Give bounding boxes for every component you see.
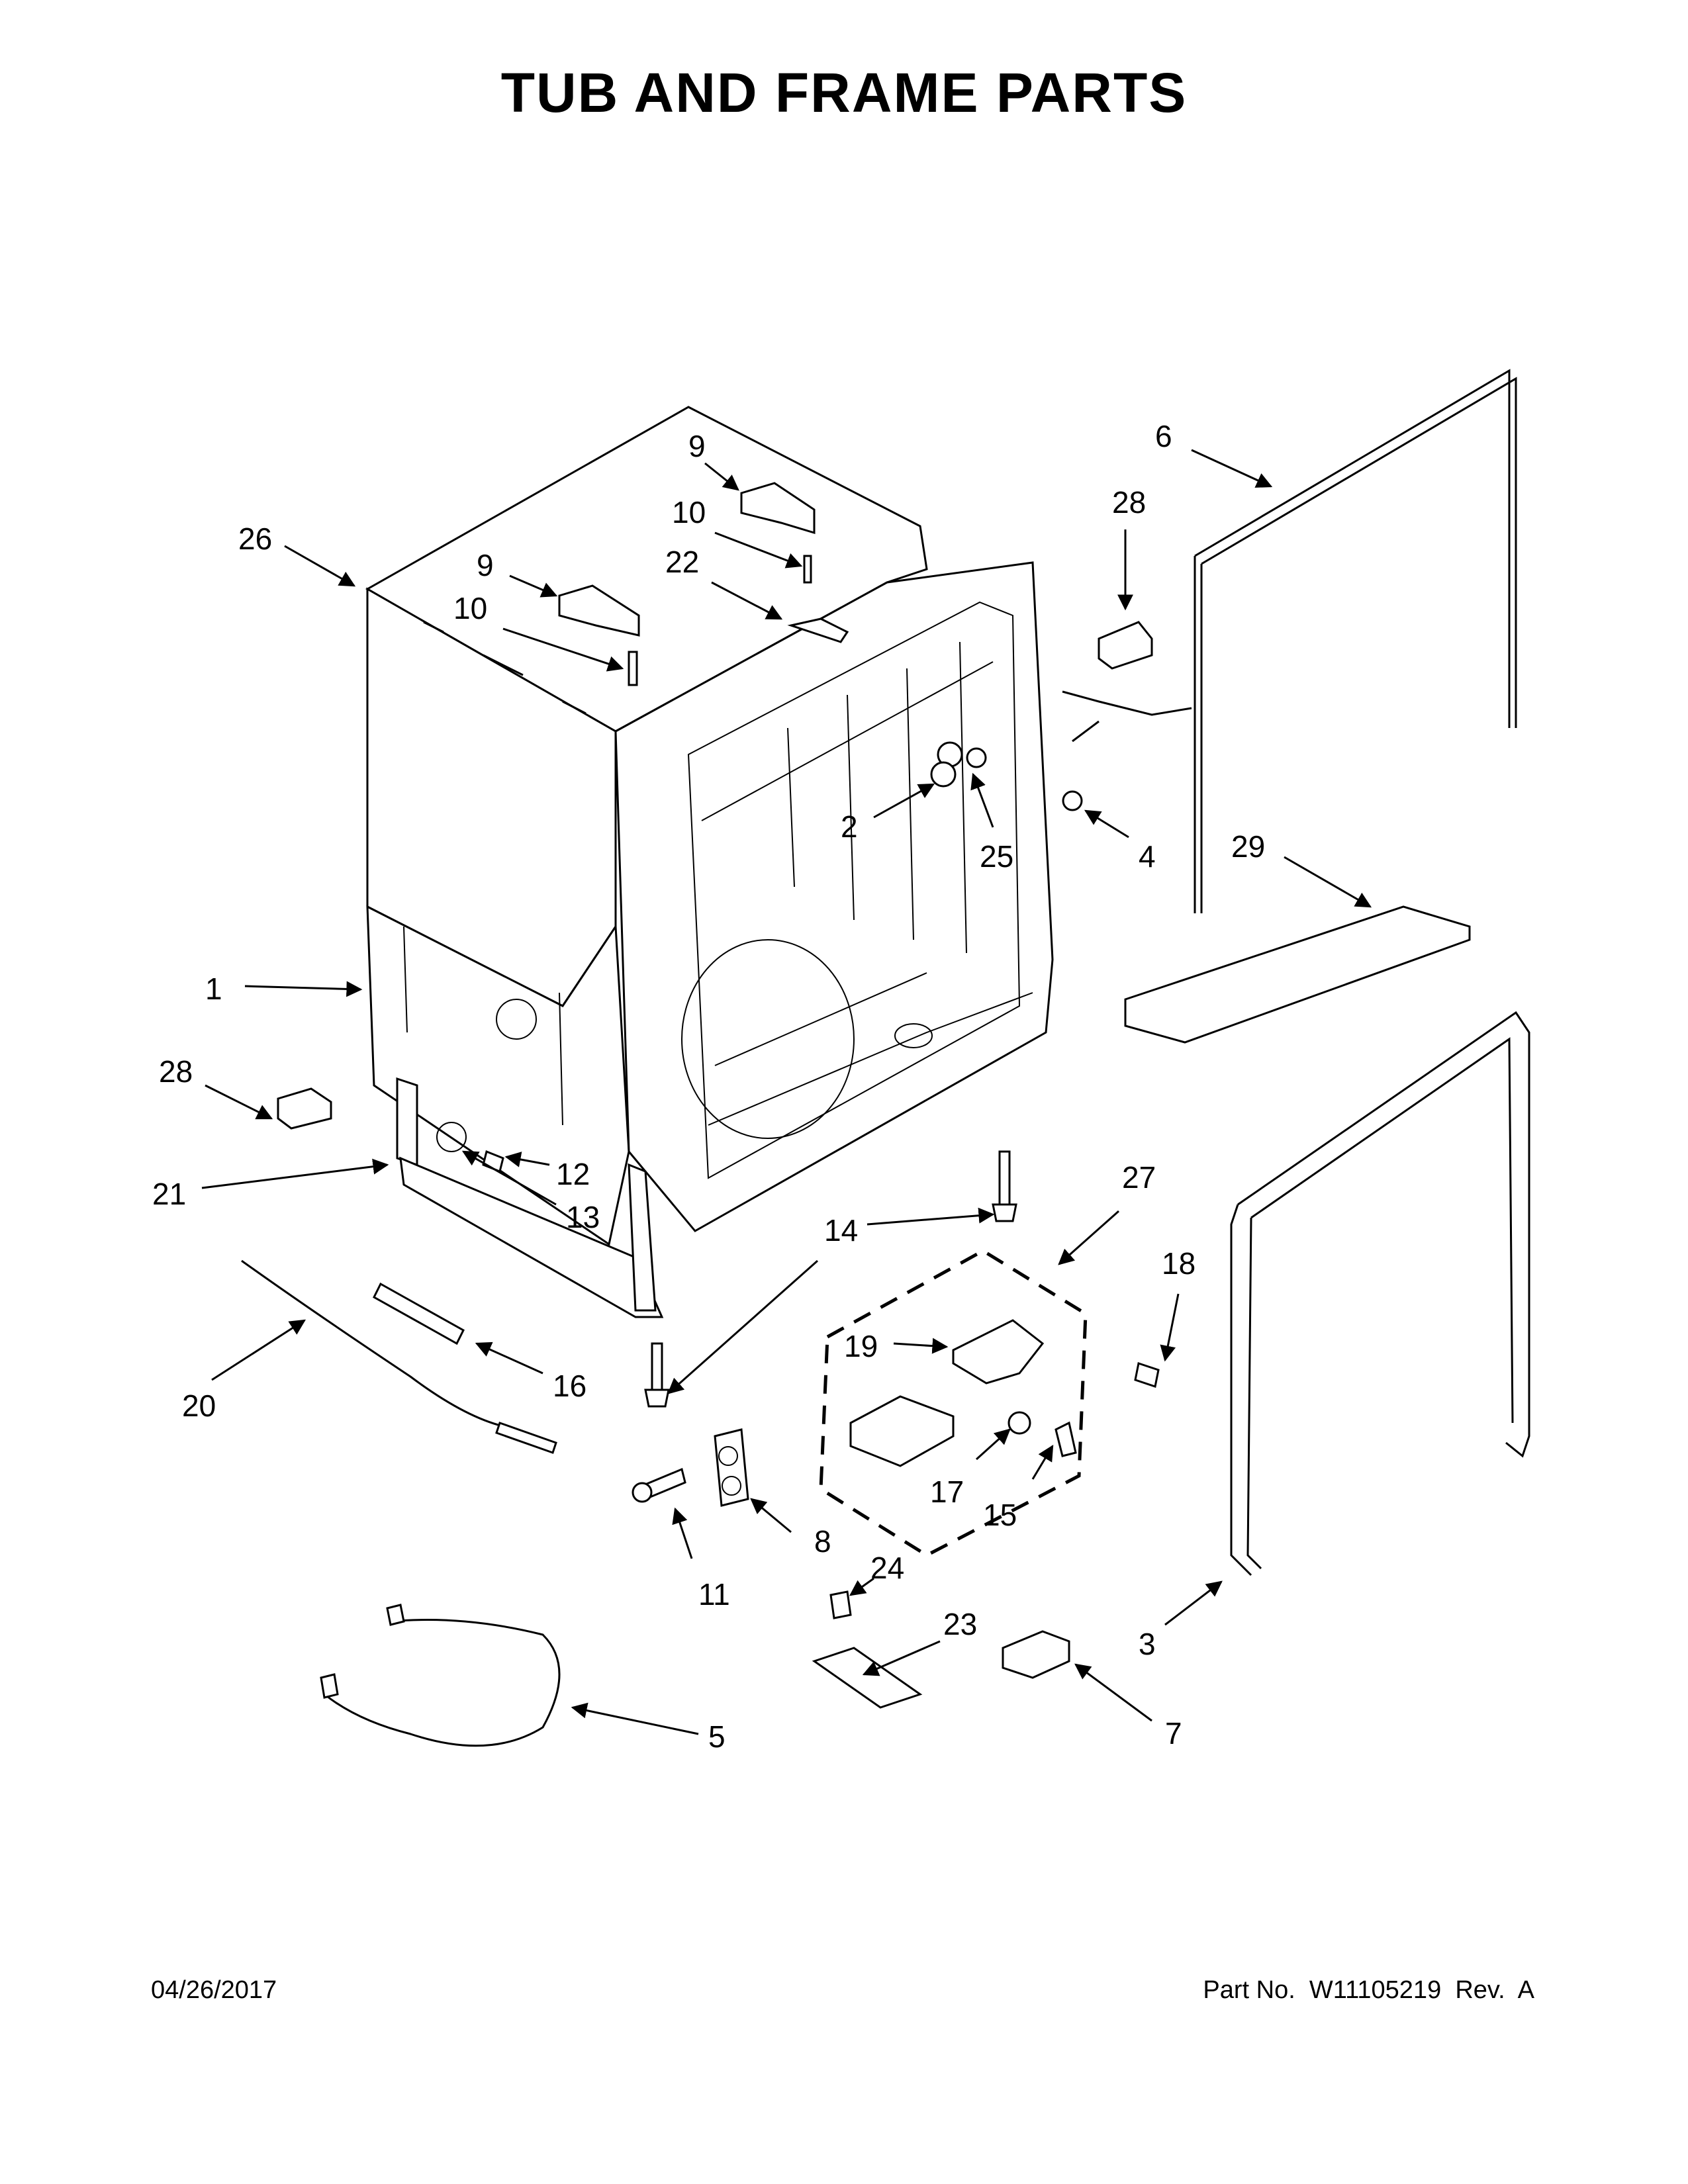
callout-29: 29 [1231, 829, 1265, 864]
callout-14: 14 [824, 1213, 858, 1248]
hinge-screw-top [803, 555, 812, 584]
hole-plug [1062, 790, 1083, 811]
bracket-screw [1055, 1421, 1077, 1457]
page-title: TUB AND FRAME PARTS [500, 62, 1188, 124]
tub-gasket [1062, 369, 1517, 913]
revision-date: 04/26/2017 [151, 1976, 277, 2004]
grommet-b [930, 761, 957, 788]
callout-22: 22 [665, 545, 699, 579]
hinge-screw-left [628, 651, 638, 686]
callout-13: 13 [566, 1200, 600, 1234]
callout-24: 24 [870, 1551, 904, 1585]
callout-16: 16 [553, 1369, 586, 1403]
callout-28-right: 28 [1112, 485, 1146, 520]
callout-26: 26 [238, 522, 272, 556]
callout-15: 15 [983, 1498, 1017, 1532]
tub-assembly [365, 406, 1054, 1246]
callout-6: 6 [1155, 419, 1172, 453]
side-bracket-right [1098, 621, 1153, 670]
callout-9-left: 9 [477, 548, 494, 582]
callout-20: 20 [182, 1388, 216, 1423]
hinge-bracket-top [740, 482, 816, 535]
callout-3: 3 [1139, 1627, 1156, 1661]
part-number: Part No. W11105219 Rev. A [1203, 1976, 1534, 2004]
cable-end [495, 1422, 557, 1454]
clip-24 [829, 1590, 852, 1619]
rear-leveling-leg [992, 1150, 1017, 1222]
callout-23: 23 [943, 1607, 977, 1641]
sump-hub [894, 1023, 933, 1048]
side-bracket-left [277, 1087, 332, 1130]
top-clip [787, 617, 849, 643]
door-cable [241, 1259, 504, 1428]
callout-7: 7 [1165, 1716, 1182, 1751]
callout-18: 18 [1162, 1246, 1196, 1281]
callout-4: 4 [1139, 839, 1156, 874]
side-port [496, 999, 537, 1040]
callout-17: 17 [930, 1475, 964, 1509]
wire-harness [324, 1619, 561, 1747]
door-latch [1002, 1630, 1070, 1679]
callout-11: 11 [698, 1577, 730, 1612]
callout-9-top: 9 [688, 429, 706, 463]
callout-10-top: 10 [672, 495, 706, 529]
tub-front-frame [614, 561, 1054, 1232]
callout-12: 12 [556, 1157, 590, 1191]
callout-labels: 9 10 9 10 22 26 6 28 2 25 4 29 1 28 21 1… [152, 419, 1265, 1754]
callout-21: 21 [152, 1177, 186, 1211]
callout-2: 2 [841, 809, 858, 844]
bracket-23 [812, 1647, 923, 1709]
callout-8: 8 [814, 1524, 831, 1559]
callout-10-left: 10 [453, 591, 487, 625]
leveling-foot [644, 1388, 670, 1408]
callout-25: 25 [980, 839, 1013, 874]
washer [1008, 1411, 1031, 1435]
wheel [436, 1122, 467, 1152]
leader-lines [201, 449, 1372, 1735]
callout-28-left: 28 [159, 1054, 193, 1089]
callout-27: 27 [1122, 1160, 1156, 1195]
callout-1: 1 [205, 972, 222, 1006]
mount-screw [1134, 1362, 1160, 1388]
switch-bracket [849, 1395, 955, 1467]
part-group-outline [819, 1249, 1088, 1557]
leg-frame [396, 1077, 664, 1318]
callout-5: 5 [708, 1719, 726, 1754]
callout-19: 19 [844, 1329, 878, 1363]
sump-opening [681, 939, 855, 1139]
cover-bracket [952, 1319, 1045, 1385]
grommet-c [966, 747, 987, 768]
leg-bracket [714, 1428, 749, 1507]
door-gasket [1230, 1011, 1530, 1576]
hinge-bracket-left [558, 584, 640, 637]
leveling-leg [651, 1342, 663, 1391]
bottom-plate [1124, 905, 1471, 1044]
door-spring [373, 1282, 465, 1345]
